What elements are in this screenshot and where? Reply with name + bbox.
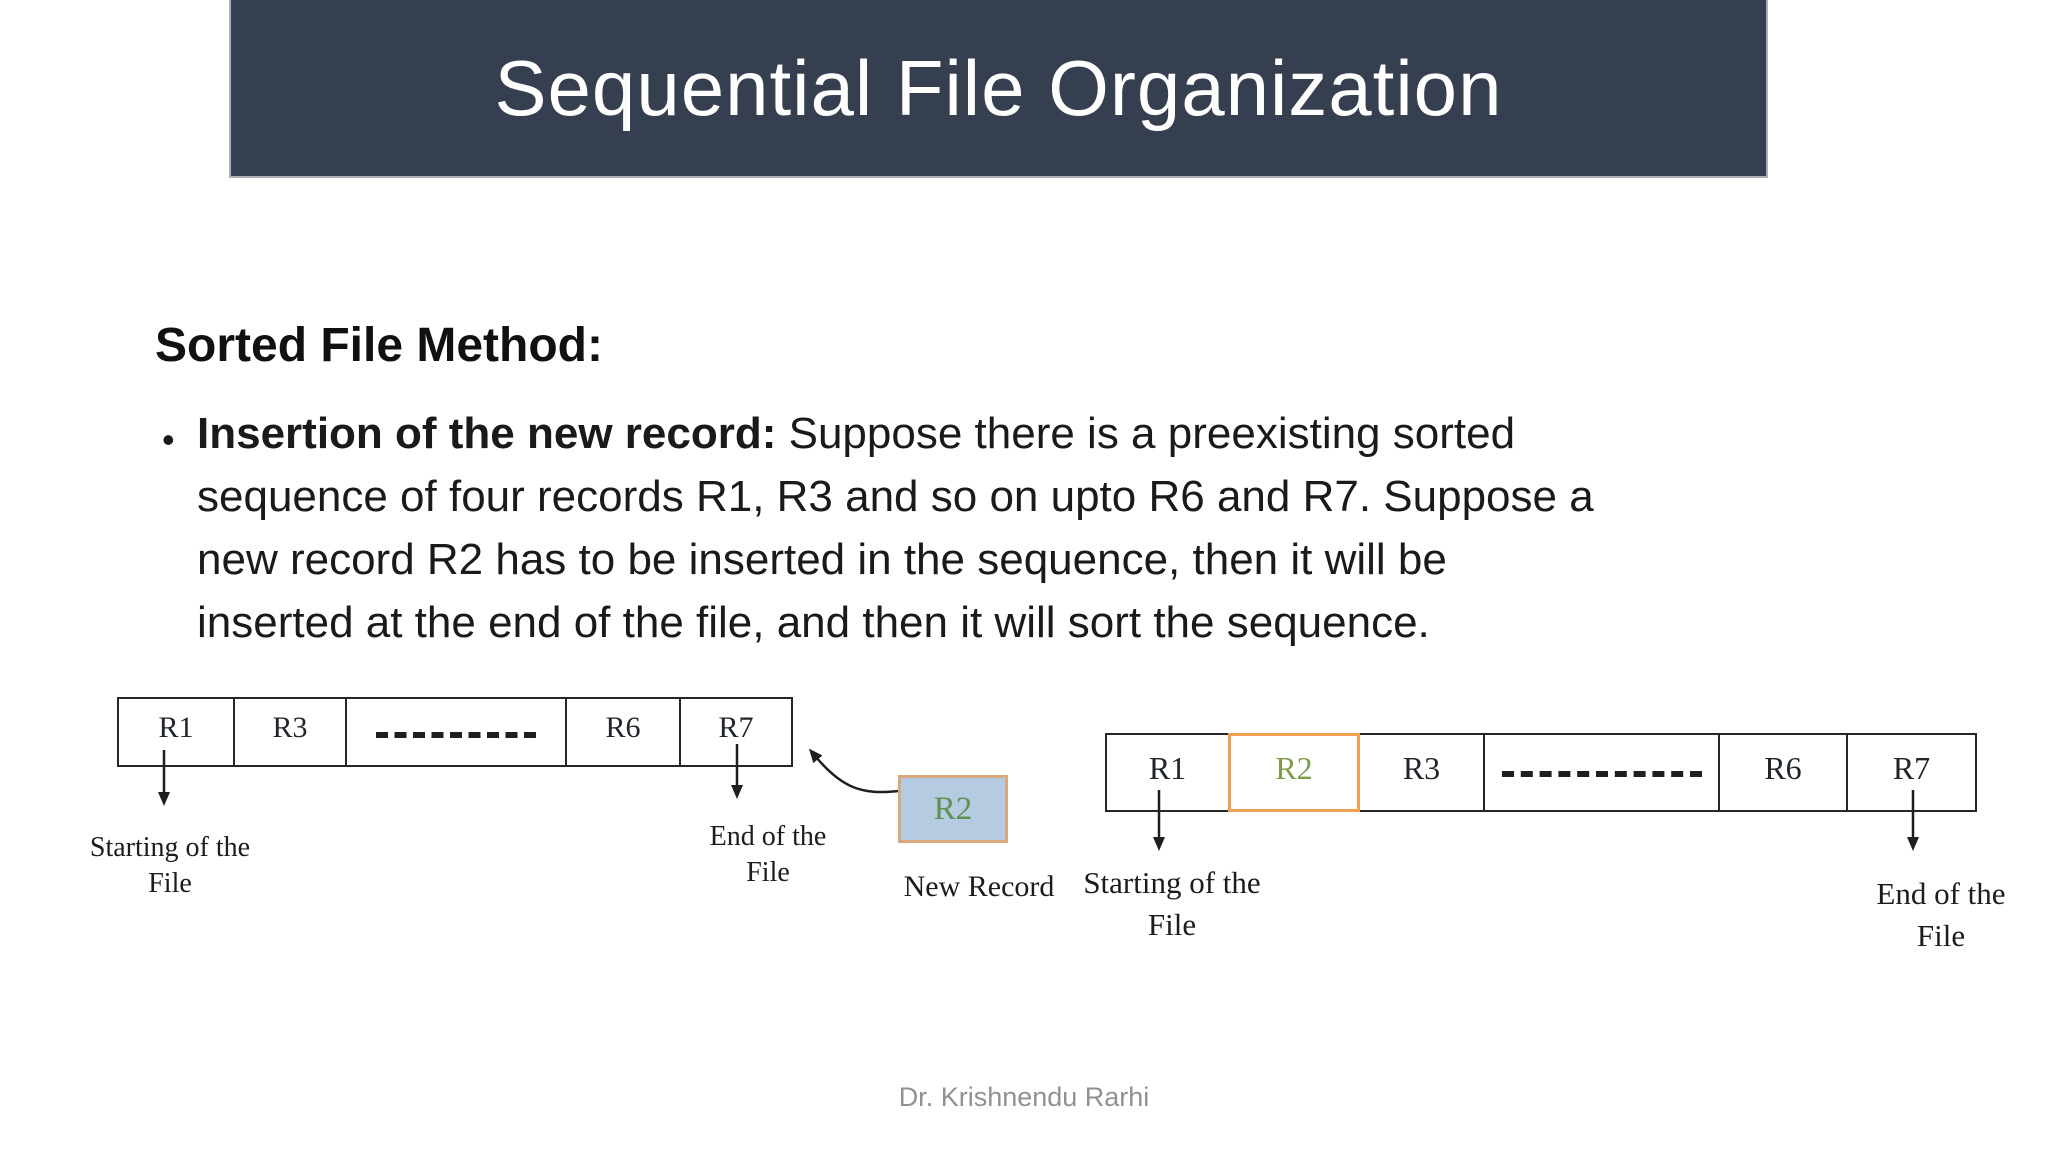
paragraph-line: sequence of four records R1, R3 and so o… [197, 472, 1594, 521]
author-credit: Dr. Krishnendu Rarhi [898, 1082, 1150, 1112]
new-record-value: R2 [933, 790, 973, 827]
record-row-before-insertion: R1 R3 R6 R7 [117, 697, 793, 767]
paragraph-lead-bold: Insertion of the new record: [197, 409, 777, 458]
end-of-file-label-after: End of the File [1876, 876, 2006, 953]
insert-curve-arrow [808, 748, 899, 794]
bullet-icon: • [162, 419, 175, 460]
slide-title-bar: Sequential File Organization [229, 0, 1768, 178]
record-cell-r1: R1 [1148, 750, 1187, 786]
slide-title: Sequential File Organization [494, 43, 1503, 132]
record-cell-r2-inserted: R2 [1228, 733, 1360, 812]
record-cell-r7: R7 [1892, 750, 1931, 786]
record-cell-gap [1485, 735, 1720, 810]
record-cell-r3: R3 [235, 699, 347, 765]
new-record-box: R2 [898, 775, 1008, 843]
paragraph-text: Insertion of the new record: Suppose the… [197, 402, 1960, 654]
section-heading: Sorted File Method: [155, 319, 603, 372]
record-cell-r6: R6 [1720, 735, 1848, 810]
start-of-file-label-after: Starting of the File [1083, 865, 1261, 942]
paragraph-line: new record R2 has to be inserted in the … [197, 535, 1447, 584]
record-cell-gap [347, 699, 567, 765]
record-cell-r6: R6 [567, 699, 681, 765]
end-of-file-label-before: End of the File [709, 821, 827, 888]
record-cell-r1: R1 [119, 699, 235, 765]
paragraph-line: Insertion of the new record: Suppose the… [197, 409, 1516, 458]
new-record-caption: New Record [903, 870, 1055, 903]
record-row-after-insertion: R1 R2 R3 R6 R7 [1105, 733, 1977, 812]
record-cell-r3: R3 [1360, 735, 1485, 810]
bullet-paragraph: • Insertion of the new record: Suppose t… [160, 402, 1960, 654]
ellipsis-dashes [1501, 770, 1702, 777]
ellipsis-dashes [376, 732, 536, 738]
paragraph-line: inserted at the end of the file, and the… [197, 598, 1430, 647]
start-of-file-label-before: Starting of the File [89, 832, 251, 899]
record-cell-r7: R7 [718, 711, 754, 744]
